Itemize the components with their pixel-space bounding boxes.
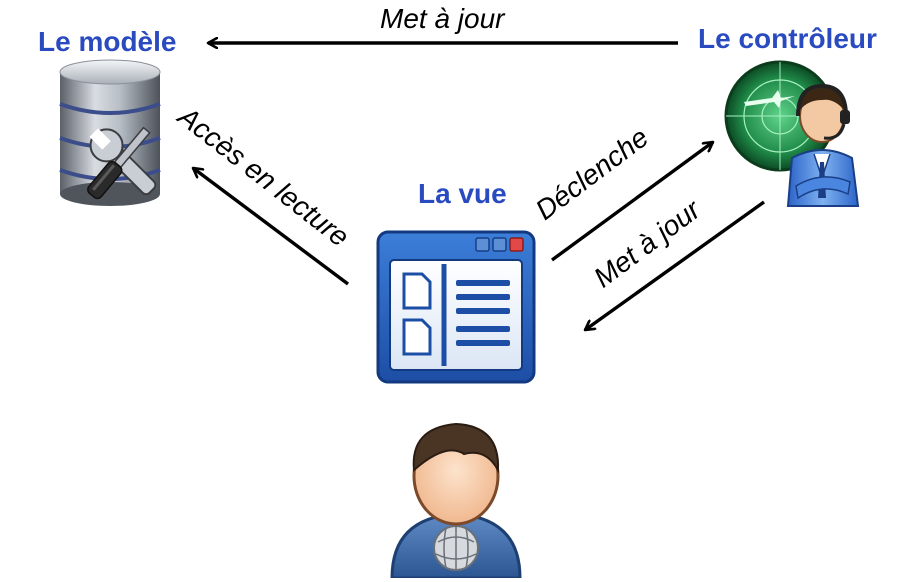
application-window-icon [376,230,536,384]
user-avatar-icon [390,422,522,578]
air-traffic-controller-icon [724,60,860,207]
arrow-controller-to-view [585,200,765,332]
controller-title: Le contrôleur [698,23,877,54]
arrow-view-to-controller [550,140,713,262]
model-title: Le modèle [38,26,177,57]
label-controller-to-model: Met à jour [380,3,505,34]
arrow-view-to-model [193,166,350,286]
database-tools-icon [59,59,161,206]
view-title: La vue [418,178,507,209]
